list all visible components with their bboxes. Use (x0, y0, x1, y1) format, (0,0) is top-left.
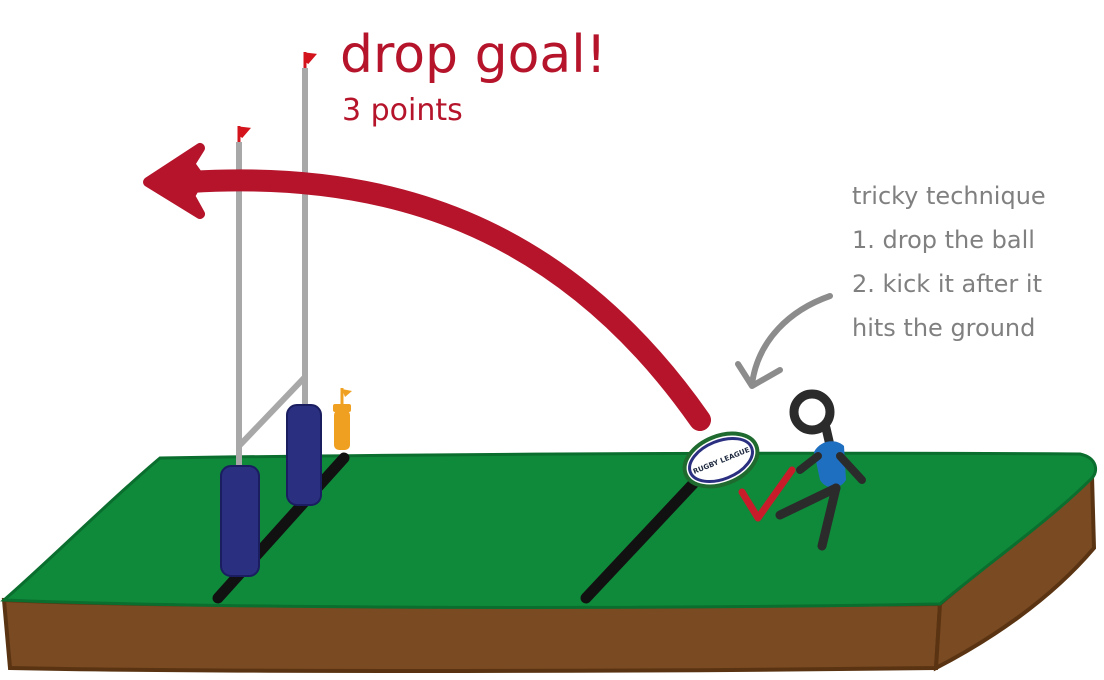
soil-front (1, 597, 943, 673)
crossbar (236, 374, 308, 449)
kicker-player (775, 389, 866, 551)
ten-metre-line (580, 462, 714, 604)
note-line-3: 2. kick it after it (852, 270, 1042, 298)
goal-posts (212, 52, 714, 604)
title-sub: 3 points (342, 93, 463, 128)
note-line-2: 1. drop the ball (852, 226, 1035, 254)
note-line-4: hits the ground (852, 314, 1035, 342)
annotation-arrow (735, 293, 833, 389)
front-post-pad (220, 465, 260, 577)
title-main: drop goal! (340, 25, 607, 85)
ball-flight-arrow (143, 143, 711, 431)
rugby-ball: RUGBY LEAGUE (682, 431, 760, 489)
rear-flag (303, 52, 317, 68)
front-flag (237, 126, 251, 142)
player-head (789, 389, 835, 435)
grass-surface (0, 451, 1098, 609)
note-line-1: tricky technique (852, 182, 1046, 210)
rear-post-pad (286, 404, 322, 506)
technique-note: tricky technique 1. drop the ball 2. kic… (852, 182, 1046, 342)
corner-marker (333, 388, 352, 450)
field (0, 451, 1098, 673)
check-mark (738, 466, 796, 522)
